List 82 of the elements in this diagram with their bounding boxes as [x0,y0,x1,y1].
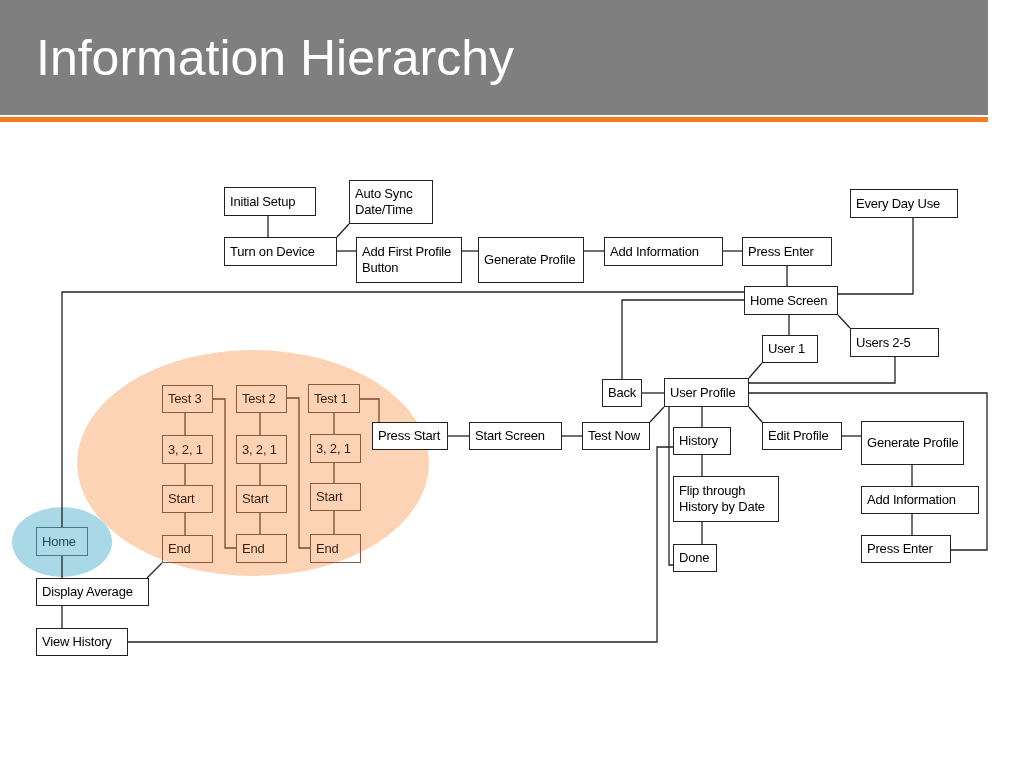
process-box: Press Enter [861,535,951,563]
process-box: Test 1 [308,384,360,413]
connector-line [61,605,63,629]
connector-line [286,397,311,549]
process-box: End [236,534,287,563]
process-box: End [310,534,361,563]
connector-line [583,250,605,252]
connector-line [259,463,261,486]
connector-line [649,406,665,423]
connector-line [259,512,261,535]
process-box: Done [673,544,717,572]
process-box: Display Average [36,578,149,606]
connector-line [748,392,988,551]
connector-line [561,435,583,437]
process-box: Start [162,485,213,513]
connector-line [61,291,745,528]
connector-line [837,217,914,295]
process-box: Back [602,379,642,407]
process-box: Home Screen [744,286,838,315]
process-box: Generate Profile [478,237,584,283]
connector-line [841,435,862,437]
connector-line [127,446,674,643]
process-box: 3, 2, 1 [162,435,213,464]
connector-line [911,464,913,487]
process-box: 3, 2, 1 [310,434,361,463]
process-box: Add Information [861,486,979,514]
connector-line [336,250,357,252]
process-box: Test 3 [162,385,213,413]
process-box: End [162,535,213,563]
process-box: Start [310,483,361,511]
process-box: 3, 2, 1 [236,435,287,464]
process-box: Add Information [604,237,723,266]
connector-line [259,412,261,436]
process-box: Press Start [372,422,448,450]
process-box: View History [36,628,128,656]
title: Information Hierarchy [36,29,514,88]
connector-line [184,512,186,536]
process-box: Users 2-5 [850,328,939,357]
connector-line [359,398,380,423]
connector-line [701,454,703,477]
connector-line [447,435,470,437]
connector-line [184,412,186,436]
process-box: Press Enter [742,237,832,266]
process-box: User 1 [762,335,818,363]
connector-line [788,314,790,336]
connector-line [748,406,763,423]
process-box: Start Screen [469,422,562,450]
connector-line [212,398,237,549]
connector-line [748,362,763,379]
process-box: History [673,427,731,455]
process-box: Flip through History by Date [673,476,779,522]
connector-line [146,562,163,579]
process-box: Edit Profile [762,422,842,450]
connector-line [184,463,186,486]
connector-line [837,314,851,329]
connector-line [748,356,896,384]
connector-line [333,462,335,484]
process-box: Add First Profile Button [356,237,462,283]
connector-line [333,412,335,435]
connector-line [701,406,703,428]
connector-line [668,406,674,566]
connector-line [621,299,745,380]
connector-line [461,250,479,252]
process-box: User Profile [664,378,749,407]
process-box: Every Day Use [850,189,958,218]
connector-line [61,555,63,579]
connector-line [911,513,913,536]
process-box: Initial Setup [224,187,316,216]
connector-line [786,265,788,287]
connector-line [267,215,269,238]
process-box: Auto Sync Date/Time [349,180,433,224]
connector-line [641,392,665,394]
connector-line [722,250,743,252]
process-box: Test Now [582,422,650,450]
connector-line [333,510,335,535]
process-box: Test 2 [236,385,287,413]
connector-line [336,223,350,238]
process-box: Turn on Device [224,237,337,266]
process-box: Home [36,527,88,556]
process-box: Start [236,485,287,513]
process-box: Generate Profile [861,421,964,465]
connector-line [701,521,703,545]
